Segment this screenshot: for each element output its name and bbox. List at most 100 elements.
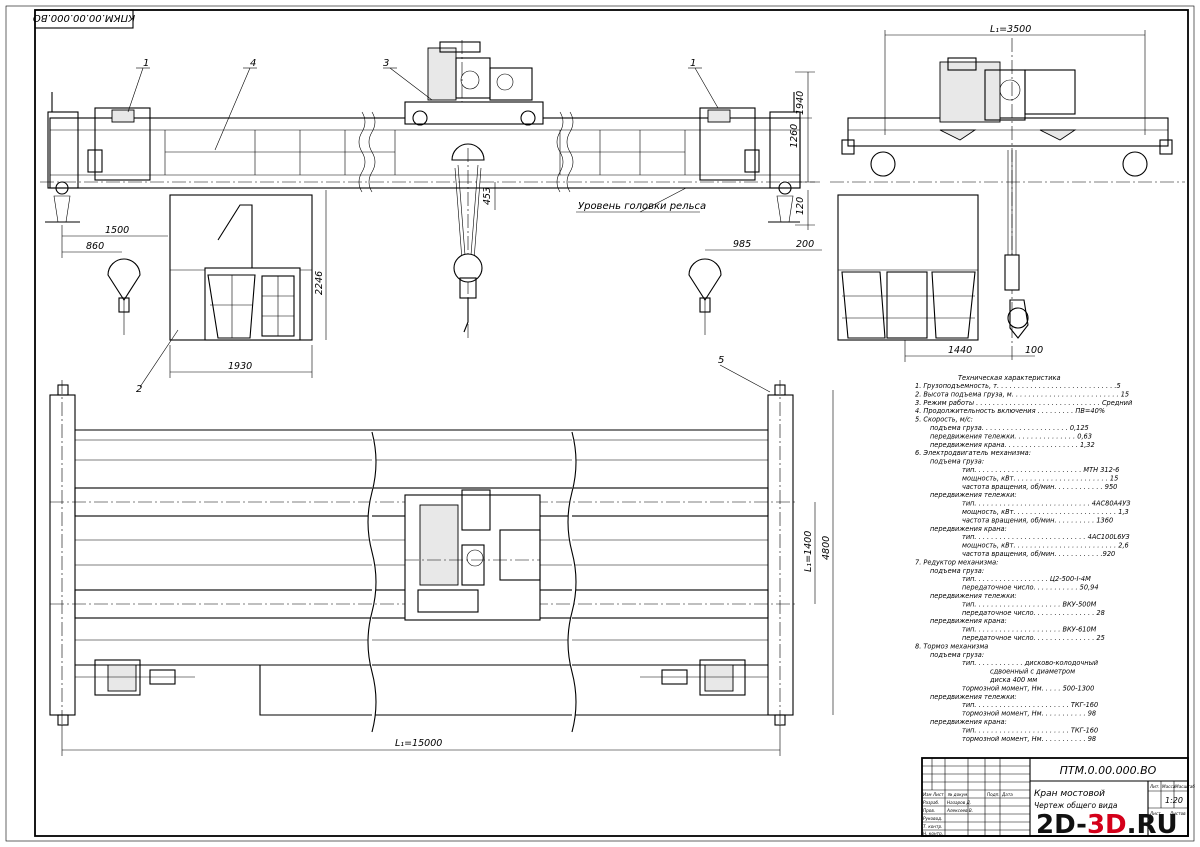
tb-name-1: Назаров Д. (947, 800, 971, 805)
watermark-part3: .RU (1127, 810, 1178, 840)
tb-header-date: Дата (1001, 792, 1013, 797)
tb-header-sign: Подп. (987, 792, 1000, 797)
spec-line: передвижения тележки: (930, 592, 1017, 600)
top-code-text: КПКМ.00.00.000.ВО (33, 12, 135, 23)
spec-line: тип. . . . . . . . . . . . . . . . . . .… (962, 626, 1097, 634)
dim-1940: 1940 (795, 91, 806, 115)
plan-view: L₁=15000 L₁=1400 4800 5 (49, 355, 834, 756)
hook-block-front (451, 143, 485, 338)
spec-line: передвижения крана: (930, 617, 1007, 625)
spec-line: передаточное число. . . . . . . . . . . … (962, 584, 1099, 592)
callout-1-right: 1 (690, 58, 696, 69)
tb-drawing-code: ПТМ.0.00.000.ВО (1060, 764, 1157, 777)
front-view: 1 4 3 1 2 Уровень головки рельса 1 (40, 40, 822, 395)
spec-line: тип. . . . . . . . . . . . . . . . . . .… (962, 466, 1119, 474)
callout-leaders (127, 67, 719, 388)
tb-header-izm: Изм (923, 792, 932, 797)
dim-860: 860 (86, 241, 104, 252)
spec-line: диска 400 мм (989, 676, 1037, 684)
dim-985: 985 (733, 239, 751, 250)
end-truck-left (47, 111, 79, 189)
top-code-block: КПКМ.00.00.000.ВО (33, 9, 135, 29)
spec-line: тип. . . . . . . . . . . . . . . . . . .… (962, 701, 1098, 709)
spec-line: подъема груза: (930, 651, 984, 659)
spec-line: тормозной момент, Нм. . . . . . . . . . … (962, 735, 1096, 743)
tb-row-tkontr: Т. контр. (923, 824, 942, 829)
spec-line: 3. Режим работы . . . . . . . . . . . . … (915, 399, 1133, 407)
spec-line: сдвоенный с диаметром (990, 668, 1075, 676)
dim-span-15000: L₁=15000 (395, 738, 442, 749)
main-girder (49, 117, 801, 189)
spec-line: передвижения крана. . . . . . . . . . . … (930, 441, 1095, 449)
drive-unit-left (94, 107, 151, 181)
front-dimensions (61, 71, 822, 378)
dim-1400: L₁=1400 (803, 531, 814, 572)
hook-left (107, 258, 141, 335)
spec-line: тип. . . . . . . . . . . . . . . . . . .… (962, 500, 1131, 508)
dim-1440: 1440 (948, 345, 972, 356)
spec-line: тормозной момент, Нм. . . . . . . . . . … (962, 710, 1096, 718)
spec-line: тип. . . . . . . . . . . . дисково-колод… (962, 659, 1099, 667)
callout-4: 4 (250, 58, 256, 69)
spec-line: 5. Скорость, м/с: (915, 416, 973, 424)
spec-line: подъема груза: (930, 567, 984, 575)
dim-200: 200 (796, 239, 814, 250)
spec-line: мощность, кВт. . . . . . . . . . . . . .… (962, 474, 1118, 482)
spec-line: подъема груза: (930, 458, 984, 466)
tb-name-2: Алексеев В. (946, 808, 973, 813)
tb-scale: 1:20 (1165, 796, 1183, 805)
spec-line: передвижения тележки: (930, 693, 1017, 701)
specs-heading: Техническая характеристика (958, 374, 1061, 382)
dim-1260: 1260 (789, 124, 800, 148)
dim-453: 453 (482, 187, 493, 205)
dim-120: 120 (795, 197, 806, 215)
tb-mass: Масса (1162, 784, 1176, 789)
watermark-part2: 3D (1087, 810, 1127, 840)
specs-lines: 1. Грузоподъемность, т. . . . . . . . . … (915, 382, 1133, 743)
watermark-part1: 2D- (1036, 810, 1087, 840)
spec-line: тип. . . . . . . . . . . . . . . . . . .… (962, 533, 1130, 541)
dim-span-3500: L₁=3500 (990, 24, 1031, 35)
spec-line: 4. Продолжительность включения . . . . .… (915, 407, 1105, 415)
spec-line: тип. . . . . . . . . . . . . . . . . . .… (962, 726, 1098, 734)
dim-2246: 2246 (314, 271, 325, 295)
spec-line: 2. Высота подъема груза, м. . . . . . . … (915, 390, 1129, 398)
dim-100: 100 (1025, 345, 1043, 356)
callout-2: 2 (136, 384, 142, 395)
end-truck-right (769, 111, 801, 189)
tb-sheet: Лист (1149, 811, 1161, 816)
dim-1930: 1930 (228, 361, 252, 372)
side-view: L₁=3500 1440 100 (830, 24, 1185, 362)
spec-line: 1. Грузоподъемность, т. . . . . . . . . … (915, 382, 1121, 390)
spec-line: передаточное число. . . . . . . . . . . … (962, 634, 1105, 642)
dim-1500: 1500 (105, 225, 129, 236)
tb-row-rukovod: Руковод. (923, 816, 942, 821)
spec-line: передвижения крана: (930, 718, 1007, 726)
spec-line: частота вращения, об/мин. . . . . . . . … (962, 516, 1113, 524)
hook-right (688, 258, 722, 335)
spec-line: 6. Электродвигатель механизма: (915, 449, 1031, 457)
title-block: Изм Лист № докум. Подп. Дата Разраб. Про… (921, 757, 1195, 837)
inner-frame (34, 9, 1189, 837)
spec-line: мощность, кВт. . . . . . . . . . . . . .… (962, 542, 1129, 550)
specs-block: Техническая характеристика 1. Грузоподъе… (915, 374, 1133, 743)
watermark-logo: 2D-3D.RU (1036, 810, 1178, 840)
spec-line: тормозной момент, Нм. . . . . 500-1300 (962, 684, 1094, 692)
tb-title-line2: Чертеж общего вида (1034, 801, 1118, 810)
operator-cab (169, 194, 313, 341)
spec-line: передвижения крана: (930, 525, 1007, 533)
callout-5: 5 (718, 355, 724, 366)
drive-unit-right (699, 107, 756, 181)
tb-scale-header: Масштаб (1175, 784, 1195, 789)
tb-row-nkontr: Н. контр. (923, 831, 943, 836)
tb-header-docnum: № докум. (947, 792, 969, 797)
tb-row-prov: Пров. (923, 808, 935, 813)
outer-frame (5, 5, 1195, 842)
tb-row-razrab: Разраб. (923, 800, 939, 805)
trolley (404, 40, 544, 126)
rail-level-label: Уровень головки рельса (578, 201, 706, 212)
callout-1-left: 1 (143, 58, 149, 69)
spec-line: 7. Редуктор механизма: (915, 558, 998, 566)
tb-title-line1: Кран мостовой (1034, 789, 1105, 799)
